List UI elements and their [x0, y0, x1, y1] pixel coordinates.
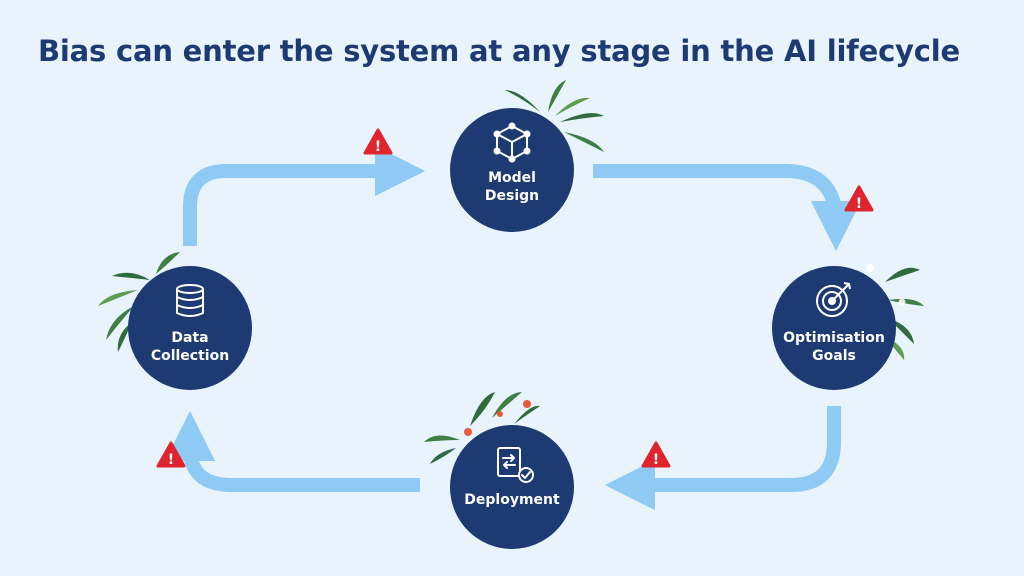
page-title: Bias can enter the system at any stage i… [38, 34, 960, 68]
warning-symbol: ! [856, 196, 862, 212]
arrow-optimisation-to-deployment [604, 406, 841, 511]
foliage-data [98, 252, 180, 352]
arrow-deployment-to-data [164, 410, 420, 492]
warning-icon: ! [844, 185, 874, 212]
node-label-line2: Collection [151, 348, 229, 364]
node-label-line1: Data [171, 330, 208, 346]
node-deployment: Deployment [450, 425, 574, 549]
node-data-collection: Data Collection [128, 266, 252, 390]
node-model-design: Model Design [450, 108, 574, 232]
deployment-check-icon [497, 447, 534, 483]
cube-network-icon [493, 122, 531, 163]
warning-symbol: ! [653, 452, 659, 468]
node-label-line2: Design [485, 188, 539, 204]
arrow-model-to-optimisation [593, 164, 862, 252]
warning-symbol: ! [375, 139, 381, 155]
warning-icon: ! [641, 441, 671, 468]
node-label-line1: Model [488, 170, 536, 186]
foliage-model [505, 80, 604, 152]
warning-icon: ! [156, 441, 186, 468]
node-optimisation-goals: Optimisation Goals [772, 266, 896, 390]
node-label-line2: Goals [812, 348, 856, 364]
warning-icon: ! [363, 128, 393, 155]
node-label-line1: Optimisation [783, 330, 885, 346]
database-icon [176, 284, 204, 317]
foliage-deployment [424, 392, 540, 464]
node-label-line1: Deployment [464, 492, 560, 508]
warning-symbol: ! [168, 452, 174, 468]
target-arrow-icon [816, 282, 851, 317]
arrow-data-to-model [183, 145, 426, 246]
